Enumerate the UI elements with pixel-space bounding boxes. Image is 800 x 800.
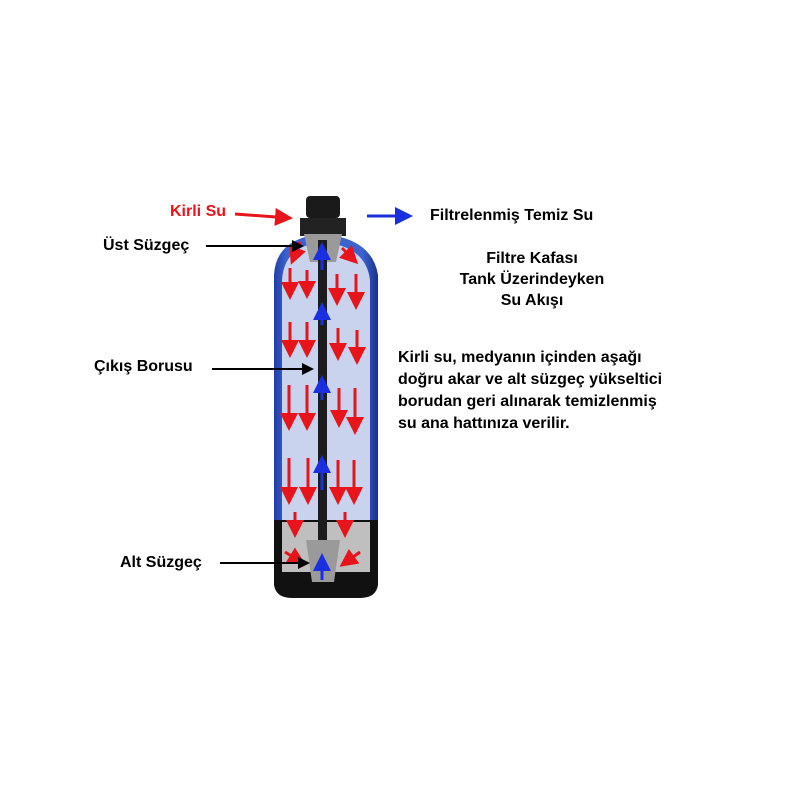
dirty-water-label: Kirli Su <box>170 203 227 220</box>
title-line: Tank Üzerindeyken <box>459 271 605 288</box>
filtered-water-label: Filtrelenmiş Temiz Su <box>430 207 594 224</box>
title-line: Su Akışı <box>500 292 564 309</box>
description-line: su ana hattınıza verilir. <box>398 415 570 432</box>
title-line: Filtre Kafası <box>486 250 578 267</box>
description-line: doğru akar ve alt süzgeç yükseltici <box>398 371 663 388</box>
diagram-title: Filtre Kafası Tank Üzerindeyken Su Akışı <box>432 248 632 311</box>
description-line: Kirli su, medyanın içinden aşağı <box>398 349 642 366</box>
filter-head <box>306 196 340 218</box>
clean-flow-arrows <box>313 207 413 580</box>
top-strainer-label: Üst Süzgeç <box>103 237 190 254</box>
label-leaders <box>206 240 314 569</box>
dirty-flow-arrows <box>234 207 366 567</box>
description-line: borudan geri alınarak temizlenmiş <box>398 393 657 410</box>
bottom-strainer-label: Alt Süzgeç <box>120 554 202 571</box>
description: Kirli su, medyanın içinden aşağı doğru a… <box>398 347 662 435</box>
outlet-pipe-label: Çıkış Borusu <box>94 358 193 375</box>
